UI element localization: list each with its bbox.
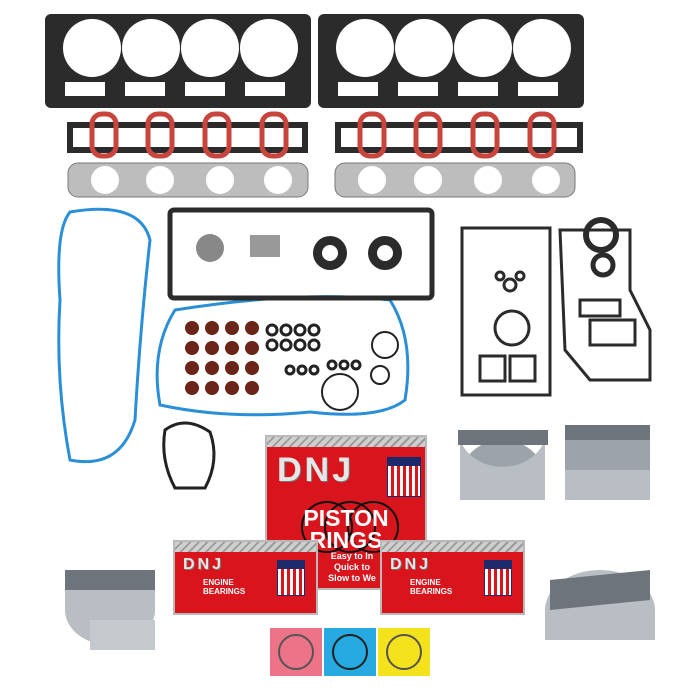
main-bearings-top-left bbox=[458, 430, 548, 500]
valve-stem-seals bbox=[185, 321, 259, 395]
lower-gasket-set bbox=[460, 217, 652, 397]
tagline-1: Easy to In bbox=[330, 551, 374, 561]
box-trim bbox=[267, 437, 425, 447]
tagline-3: Slow to We bbox=[328, 573, 376, 583]
engine-bearings-box-left: DNJ ENGINE BEARINGS bbox=[173, 540, 318, 615]
intake-gasket-left bbox=[67, 111, 308, 159]
box-title-line2: RINGS bbox=[309, 527, 383, 553]
valley-cover-gasket bbox=[167, 207, 435, 301]
rod-bearings-bottom-left bbox=[65, 570, 155, 650]
water-pump-gasket bbox=[162, 421, 216, 490]
engine-bearings-box-right: DNJ ENGINE BEARINGS bbox=[380, 540, 525, 615]
head-gasket-right bbox=[318, 14, 584, 108]
exhaust-gasket-right bbox=[334, 162, 576, 198]
rings-graphic bbox=[301, 501, 399, 553]
o-rings bbox=[265, 323, 399, 411]
blue-valley-gasket bbox=[57, 207, 152, 464]
intake-gasket-right bbox=[335, 111, 583, 159]
box-label-line1: ENGINE bbox=[410, 578, 441, 587]
box-label-line2: BEARINGS bbox=[410, 587, 453, 596]
blue-cover-gasket bbox=[155, 295, 410, 417]
brand-logo: DNJ bbox=[277, 451, 355, 489]
eagle-flag-emblem bbox=[277, 560, 305, 596]
box-title-line1: PISTON bbox=[303, 505, 389, 531]
piston-ring-packets bbox=[270, 628, 430, 676]
exhaust-gasket-left bbox=[67, 162, 309, 198]
main-bearings-top-right bbox=[565, 425, 650, 500]
box-label-line1: ENGINE bbox=[203, 578, 234, 587]
eagle-flag-emblem bbox=[484, 560, 512, 596]
box-trim bbox=[175, 542, 316, 552]
box-trim bbox=[382, 542, 523, 552]
brand-logo: DNJ bbox=[390, 556, 432, 573]
piston-rings-box: DNJ PISTON RINGS Easy to In Quick to Slo… bbox=[265, 435, 427, 590]
rod-bearings-bottom-right bbox=[545, 570, 655, 640]
box-label-line2: BEARINGS bbox=[203, 587, 246, 596]
tagline-2: Quick to bbox=[333, 562, 370, 572]
head-gasket-left bbox=[45, 14, 311, 108]
brand-logo: DNJ bbox=[183, 556, 225, 573]
eagle-flag-emblem bbox=[387, 457, 421, 497]
